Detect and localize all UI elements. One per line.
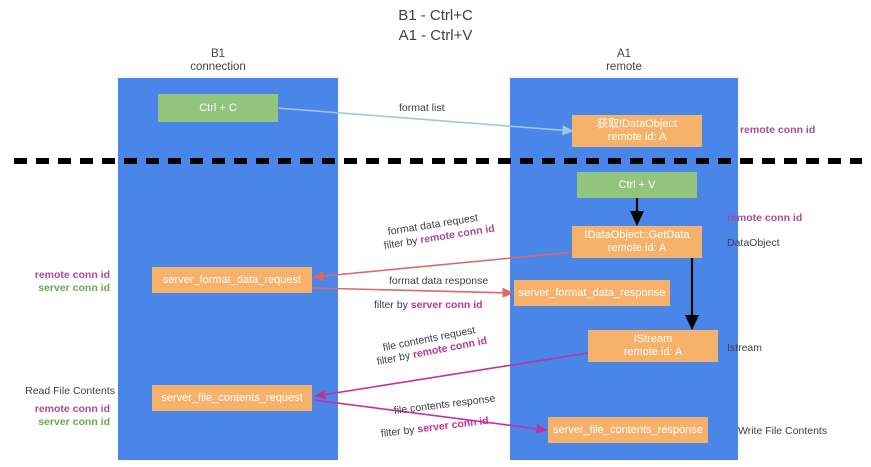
annotation-right-istream: Istream	[727, 342, 763, 354]
lane-header-a1-name: A1	[616, 48, 632, 60]
edge-label-format-data-response-filter-key: server conn id	[410, 299, 483, 311]
node-idataobject-getdata[interactable]: IDataObject::GetData remote id: A	[572, 226, 702, 258]
node-server-file-contents-request-label: server_file_contents_request	[161, 391, 303, 404]
page-title: B1 - Ctrl+C A1 - Ctrl+V	[0, 6, 871, 46]
node-istream-title: IStream	[633, 333, 673, 345]
title-line-1: B1 - Ctrl+C	[398, 7, 473, 24]
node-server-format-data-request-label: server_format_data_request	[162, 273, 302, 286]
annotation-left-bottom-server-conn-id: server conn id	[38, 416, 110, 428]
node-ctrl-c[interactable]: Ctrl + C	[158, 94, 278, 122]
edge-label-file-contents-response-filter-key: server conn id	[416, 414, 490, 436]
node-istream[interactable]: IStream remote id: A	[588, 330, 718, 362]
annotation-left-server-conn-id: server conn id	[38, 282, 110, 294]
edge-label-file-contents-response-filter-prefix: filter by	[380, 423, 419, 440]
annotation-left-bottom-remote-conn-id: remote conn id	[34, 403, 110, 415]
node-server-file-contents-request[interactable]: server_file_contents_request	[152, 385, 312, 411]
node-idataobject-getdata-remote-id: remote id: A	[607, 242, 667, 254]
node-ctrl-v[interactable]: Ctrl + V	[577, 172, 697, 198]
node-idataobject-getdata-title: IDataObject::GetData	[584, 229, 690, 241]
title-line-2: A1 - Ctrl+V	[398, 27, 473, 44]
lane-header-b1-name: B1	[210, 48, 226, 60]
lane-header-a1-sub: remote	[606, 61, 642, 73]
node-ctrl-c-label: Ctrl + C	[199, 101, 237, 114]
node-get-idataobject-title: 获取IDataObject	[596, 118, 678, 130]
annotation-right-top-remote-conn-id: remote conn id	[740, 124, 816, 136]
edge-label-format-data-response-filter-prefix: filter by	[374, 299, 411, 311]
edge-label-format-list: format list	[399, 102, 445, 114]
annotation-right-mid-remote-conn-id: remote conn id	[727, 212, 803, 224]
annotation-right-dataobject: DataObject	[727, 237, 780, 249]
lane-header-b1-sub: connection	[190, 61, 246, 73]
node-server-file-contents-response[interactable]: server_file_contents_response	[548, 417, 708, 443]
node-get-idataobject-remote-id: remote id: A	[607, 131, 667, 143]
edge-label-file-contents-response: file contents response	[393, 392, 497, 417]
node-istream-remote-id: remote id: A	[623, 346, 683, 358]
node-server-file-contents-response-label: server_file_contents_response	[553, 423, 703, 436]
node-get-idataobject[interactable]: 获取IDataObject remote id: A	[572, 115, 702, 147]
node-ctrl-v-label: Ctrl + V	[618, 178, 656, 191]
node-server-format-data-response-label: server_format_data_response	[518, 286, 666, 299]
edge-label-format-data-response-filter: filter by server conn id	[374, 299, 483, 312]
edge-label-format-data-response: format data response	[389, 275, 489, 287]
annotation-right-write-file-contents: Write File Contents	[738, 425, 828, 437]
node-server-format-data-response[interactable]: server_format_data_response	[514, 280, 670, 306]
annotation-left-read-file-contents: Read File Contents	[25, 385, 115, 397]
node-server-format-data-request[interactable]: server_format_data_request	[152, 267, 312, 293]
edge-label-file-contents-request-filter-prefix: filter by	[375, 349, 415, 368]
annotation-left-remote-conn-id: remote conn id	[34, 269, 110, 281]
lane-header-b1: B1 connection	[148, 48, 288, 74]
edge-label-file-contents-response-filter: filter by server conn id	[380, 415, 489, 441]
lane-header-a1: A1 remote	[554, 48, 694, 74]
arrow-format-data-response	[311, 287, 514, 298]
